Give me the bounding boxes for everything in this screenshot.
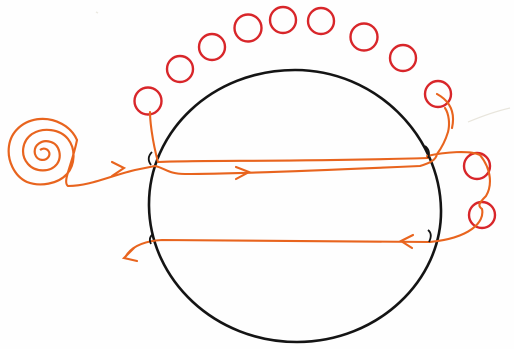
coil-loop (270, 7, 296, 33)
crossing-mark (149, 152, 152, 165)
field-line (66, 94, 490, 256)
paper-smudge (468, 108, 510, 122)
coil-loop (167, 56, 193, 82)
coil-loop (235, 15, 262, 42)
coil-loop (351, 24, 378, 51)
crossing-mark (428, 230, 431, 242)
coil-loop (199, 34, 225, 60)
paper-dot (96, 12, 98, 13)
coil-loop (390, 45, 416, 71)
coil-loop (308, 8, 334, 34)
large-circle (149, 70, 441, 342)
coil-loop (135, 88, 162, 115)
